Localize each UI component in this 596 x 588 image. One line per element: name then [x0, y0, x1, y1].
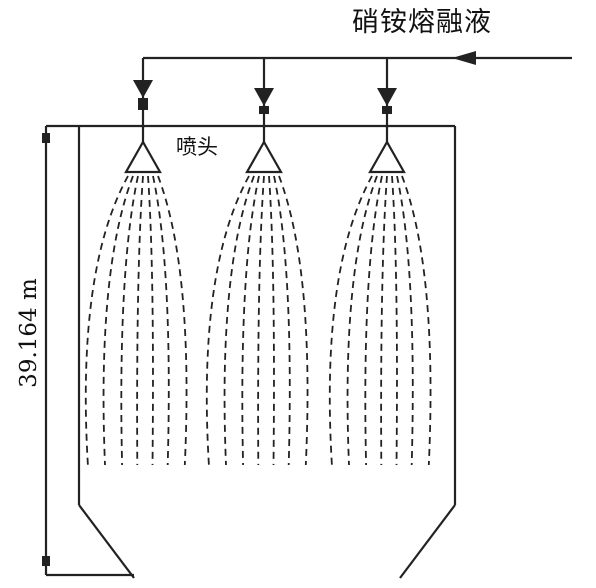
spray-line-3-4 [380, 175, 388, 466]
spray-line-3-7 [401, 175, 432, 466]
feed-flow-arrow [452, 51, 476, 65]
spray-line-2-5 [268, 175, 275, 466]
height-label: 39.164 m [16, 278, 42, 388]
spray-line-3-1 [328, 175, 373, 466]
spray-line-1-7 [157, 175, 188, 466]
tower-cone-left [78, 504, 135, 579]
spray-line-1-4 [136, 175, 144, 466]
spray-line-1-6 [152, 175, 170, 466]
spray-line-2-2 [223, 175, 255, 466]
spray-line-3-2 [346, 175, 378, 466]
nozzle-label: 喷头 [176, 135, 218, 159]
spray-line-1-3 [120, 175, 139, 466]
spray-line-1-5 [147, 175, 154, 466]
spray-line-3-6 [396, 175, 414, 466]
nozzle-1 [124, 139, 162, 174]
spray-line-1-2 [102, 175, 134, 466]
spray-line-2-6 [273, 175, 291, 466]
spray-line-2-4 [257, 175, 265, 466]
spray-line-3-3 [364, 175, 383, 466]
branch-arrow-1 [133, 80, 153, 98]
tower-cone-right [399, 504, 456, 579]
nozzle-3 [368, 139, 406, 174]
nozzle-2 [245, 139, 283, 174]
branch-arrow-3 [377, 88, 397, 106]
branch-arrow-2 [254, 88, 274, 106]
spray-line-3-5 [391, 175, 398, 466]
spray-line-2-1 [205, 175, 250, 466]
spray-line-2-3 [241, 175, 260, 466]
spray-line-2-7 [278, 175, 309, 466]
feed-label: 硝铵熔融液 [352, 7, 492, 38]
spray-line-1-1 [84, 175, 129, 466]
